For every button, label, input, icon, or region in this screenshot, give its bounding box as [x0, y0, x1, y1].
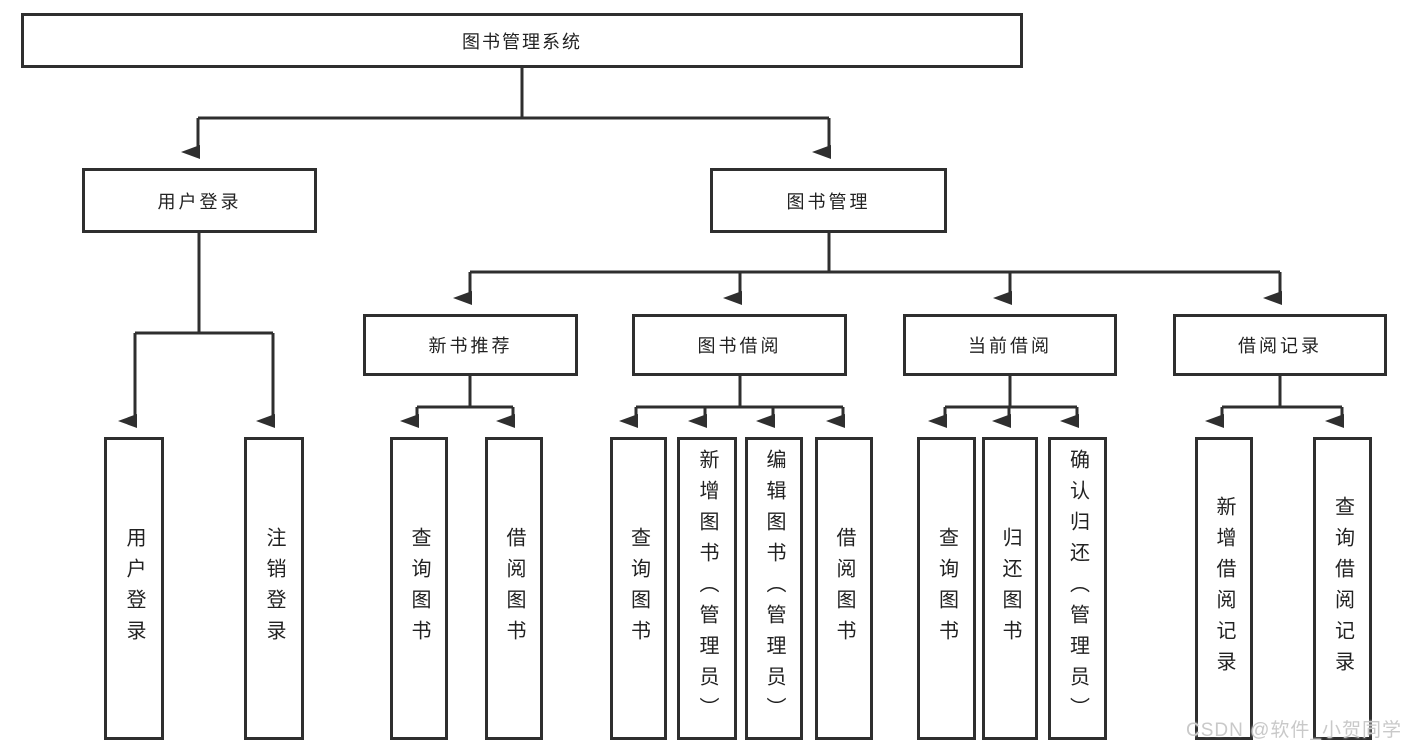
node-user-login-label: 用户登录 [157, 191, 242, 212]
leaf-bb-query-books: 查询图书 [610, 437, 667, 740]
borrow-record-subtree-connectors [1205, 376, 1344, 428]
node-book-mgmt: 图书管理 [710, 168, 947, 233]
csdn-watermark: CSDN @软件_小贺同学 [1186, 720, 1402, 741]
node-book-borrow-label: 图书借阅 [697, 336, 782, 356]
node-root-system-label: 图书管理系统 [462, 31, 582, 52]
node-book-mgmt-label: 图书管理 [786, 191, 871, 212]
user-login-subtree-connectors [118, 233, 275, 428]
node-borrow-record-label: 借阅记录 [1238, 336, 1322, 356]
node-root-system: 图书管理系统 [21, 13, 1023, 68]
node-user-login: 用户登录 [82, 168, 317, 233]
book-borrow-subtree-connectors [619, 376, 845, 428]
level1-connectors [181, 68, 831, 159]
leaf-rec-query-books: 查询图书 [390, 437, 448, 740]
leaf-user-login: 用户登录 [104, 437, 164, 740]
leaf-logout: 注销登录 [244, 437, 304, 740]
new-book-rec-subtree-connectors [400, 376, 515, 428]
leaf-bb-edit-books-admin: 编辑图书（管理员） [745, 437, 803, 740]
leaf-bb-add-books-admin: 新增图书（管理员） [677, 437, 737, 740]
node-current-borrow: 当前借阅 [903, 314, 1117, 376]
leaf-br-query-record: 查询借阅记录 [1313, 437, 1372, 740]
leaf-cb-query-books: 查询图书 [917, 437, 976, 740]
leaf-br-add-record: 新增借阅记录 [1195, 437, 1253, 740]
node-current-borrow-label: 当前借阅 [968, 336, 1052, 356]
book-mgmt-subtree-connectors [453, 233, 1282, 305]
node-new-book-rec: 新书推荐 [363, 314, 578, 376]
leaf-rec-borrow-books: 借阅图书 [485, 437, 543, 740]
leaf-cb-confirm-return-admin: 确认归还（管理员） [1048, 437, 1107, 740]
current-borrow-subtree-connectors [928, 376, 1079, 428]
leaf-bb-borrow-books: 借阅图书 [815, 437, 873, 740]
node-new-book-rec-label: 新书推荐 [428, 336, 513, 356]
leaf-cb-return-books: 归还图书 [982, 437, 1038, 740]
node-borrow-record: 借阅记录 [1173, 314, 1387, 376]
node-book-borrow: 图书借阅 [632, 314, 847, 376]
